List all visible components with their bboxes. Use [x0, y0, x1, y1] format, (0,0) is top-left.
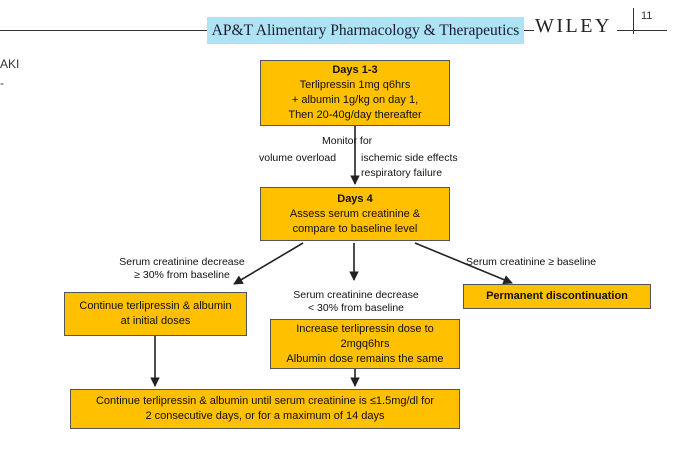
page-number-divider	[633, 8, 634, 34]
header-rule-left	[0, 30, 207, 31]
label-decrease-lt30: Serum creatinine decrease < 30% from bas…	[281, 289, 431, 315]
increase-line3: Albumin dose remains the same	[286, 352, 444, 365]
day4-line1: Assess serum creatinine &	[289, 207, 421, 220]
monitor-right1: ischemic side effects	[361, 152, 458, 164]
increase-line2: 2mgq6hrs	[340, 337, 390, 350]
page-number: 11	[641, 10, 653, 22]
side-text-aki: AKI	[0, 57, 20, 71]
box-increase-dose: Increase terlipressin dose to 2mgq6hrs A…	[270, 319, 460, 369]
side-text-dash: -	[0, 76, 4, 90]
continue-line1: Continue terlipressin & albumin	[79, 300, 232, 312]
increase-line1: Increase terlipressin dose to	[296, 322, 434, 335]
monitor-left: volume overload	[259, 152, 337, 164]
journal-title: AP&T Alimentary Pharmacology & Therapeut…	[211, 21, 520, 39]
decrease-lt30-line2: < 30% from baseline	[307, 302, 404, 314]
days13-line1: Terlipressin 1mg q6hrs	[299, 79, 411, 91]
decrease-lt30-line1: Serum creatinine decrease	[293, 289, 419, 301]
label-decrease-ge30: Serum creatinine decrease ≥ 30% from bas…	[107, 256, 257, 282]
arrow-day4-to-continue	[233, 242, 304, 285]
decrease30-line2: ≥ 30% from baseline	[134, 269, 230, 281]
journal-title-box: AP&T Alimentary Pharmacology & Therapeut…	[207, 17, 524, 44]
monitor-title: Monitor for	[322, 135, 373, 147]
header-rule-mid	[524, 30, 534, 31]
final-line1: Continue terlipressin & albumin until se…	[95, 395, 435, 407]
publisher-logo: WILEY	[535, 15, 612, 37]
day4-title: Days 4	[337, 192, 373, 205]
decrease30-line1: Serum creatinine decrease	[119, 256, 245, 268]
box-days-1-3: Days 1-3 Terlipressin 1mg q6hrs + albumi…	[260, 60, 450, 126]
box-continue-initial: Continue terlipressin & albumin at initi…	[64, 292, 247, 336]
day4-line2: compare to baseline level	[292, 222, 418, 235]
discontinue-label: Permanent discontinuation	[486, 290, 628, 302]
days13-title: Days 1-3	[332, 64, 378, 76]
header-rule-right	[617, 30, 667, 31]
continue-line2: at initial doses	[120, 315, 191, 327]
monitor-right2: respiratory failure	[361, 167, 443, 179]
label-ge-baseline: Serum creatinine ≥ baseline	[466, 256, 597, 268]
arrow-day4-to-discontinue	[414, 242, 513, 285]
days13-line2: + albumin 1g/kg on day 1,	[291, 94, 419, 106]
box-final-continue: Continue terlipressin & albumin until se…	[70, 389, 460, 429]
final-line2: 2 consecutive days, or for a maximum of …	[145, 410, 385, 422]
days13-line3: Then 20-40g/day thereafter	[288, 109, 422, 121]
box-day-4: Days 4 Assess serum creatinine & compare…	[260, 187, 450, 241]
box-discontinuation: Permanent discontinuation	[463, 284, 651, 309]
